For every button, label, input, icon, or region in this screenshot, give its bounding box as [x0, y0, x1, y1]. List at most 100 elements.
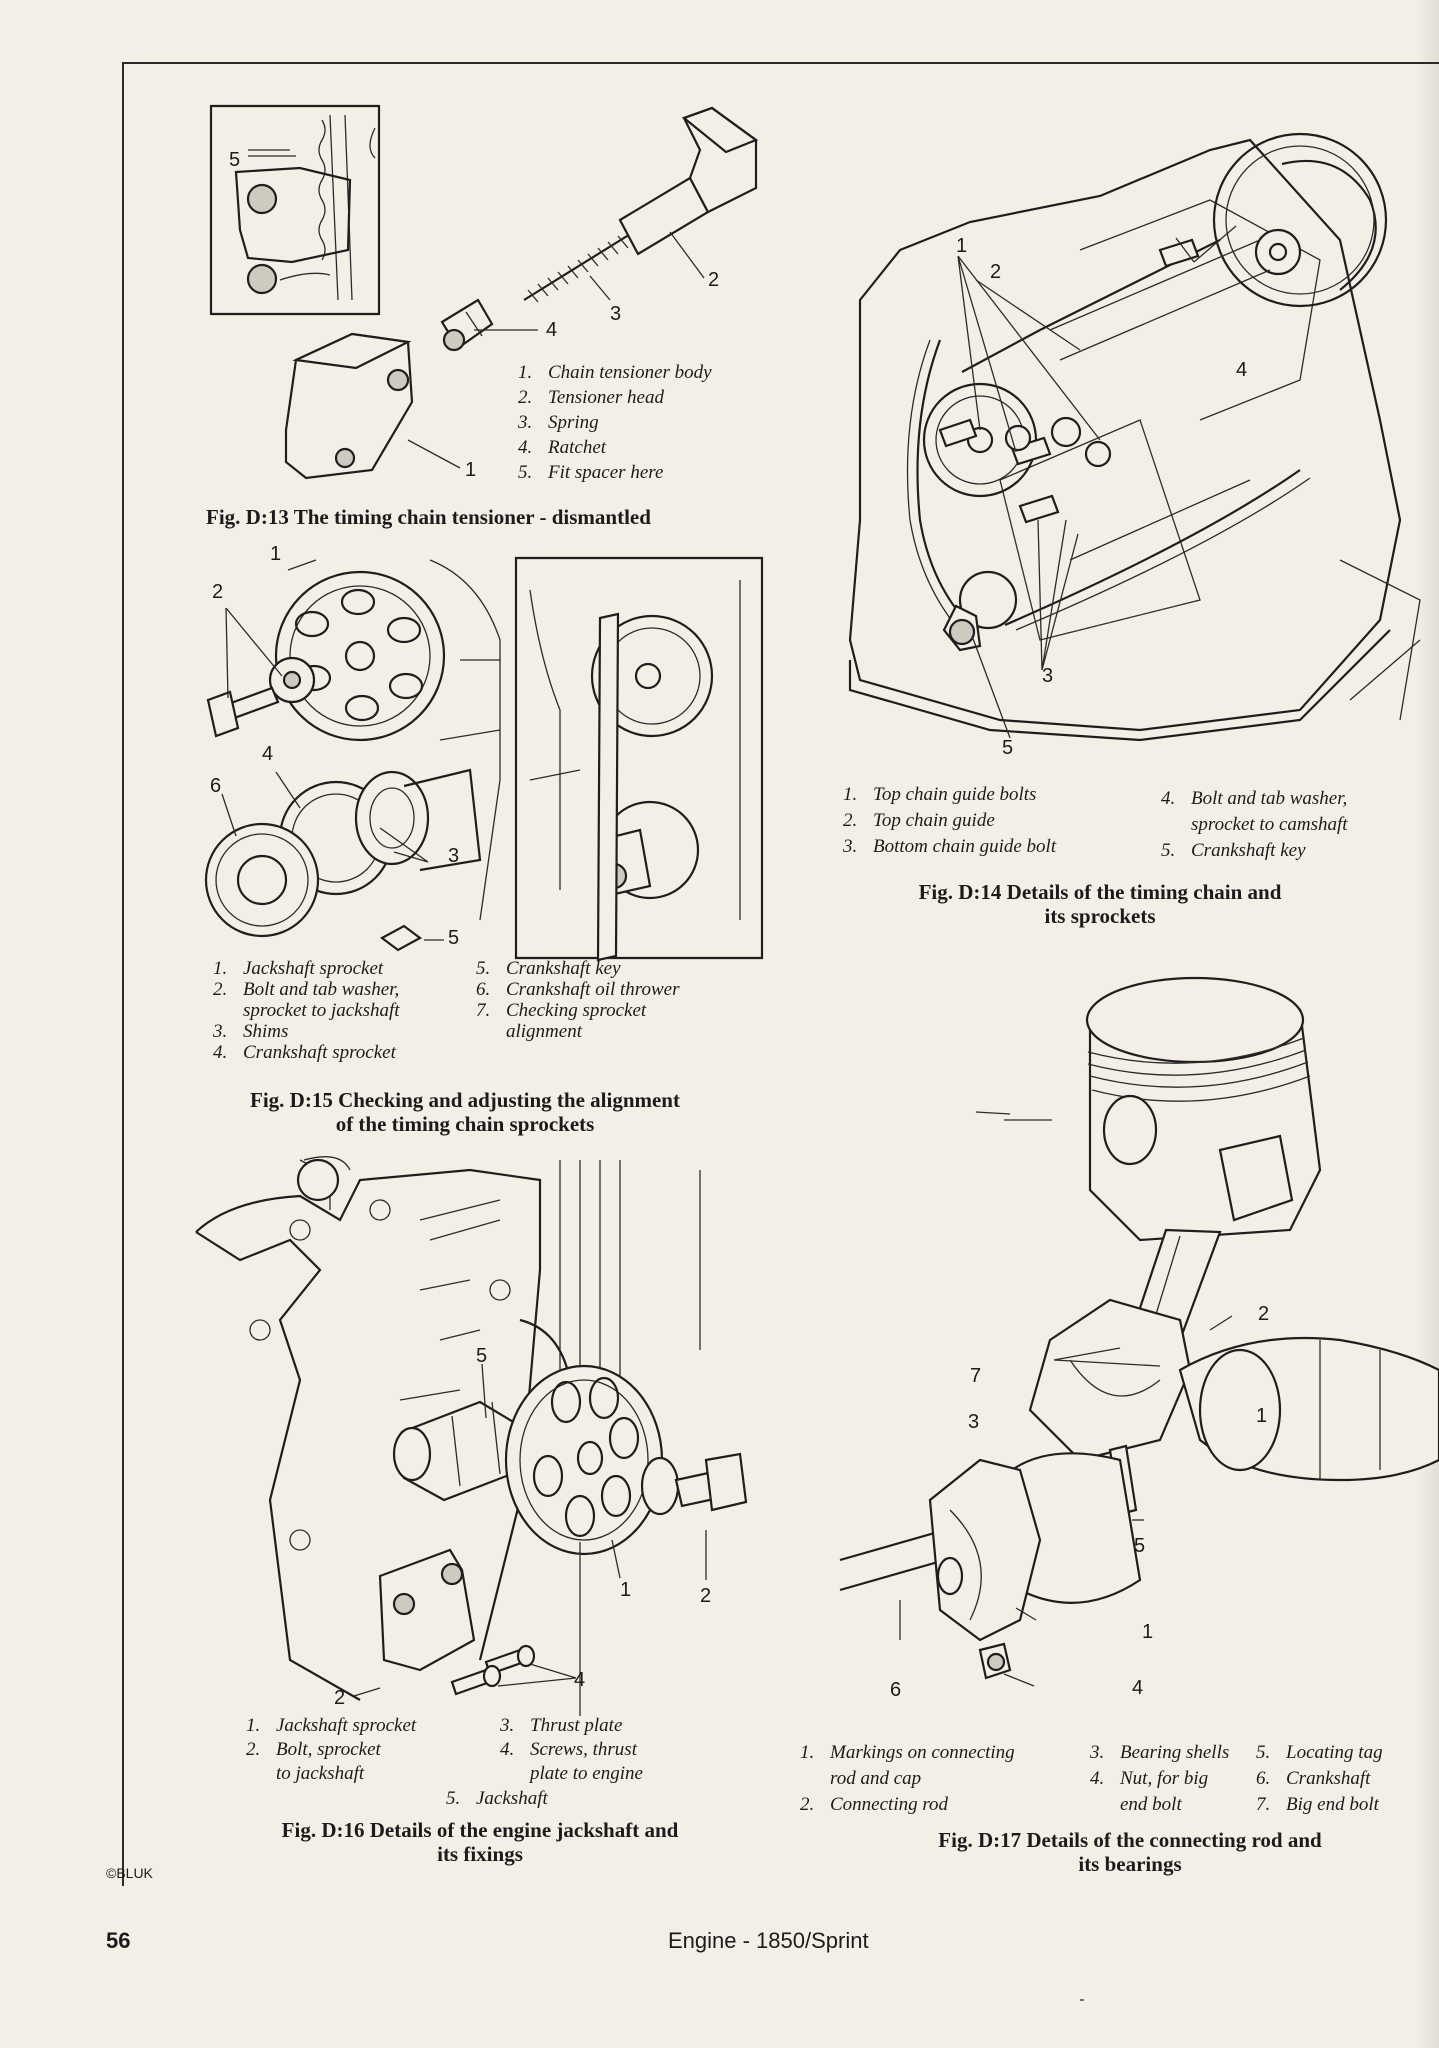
legend-item: 4.Bolt and tab washer, [1161, 788, 1348, 809]
callout-5: 5 [448, 927, 460, 949]
callout-1: 1 [620, 1579, 632, 1601]
callout-3: 3 [610, 303, 622, 325]
sprocket-alignment-illustration [0, 540, 780, 980]
legend-item: sprocket to camshaft [1191, 814, 1348, 835]
callout-1: 1 [1256, 1405, 1268, 1427]
jackshaft [394, 1402, 522, 1500]
callout-6: 6 [890, 1679, 902, 1701]
tensioner-head [620, 108, 756, 254]
timing-chain-illustration [780, 0, 1439, 800]
legend-item: 2.Connecting rod [800, 1794, 949, 1815]
big-end-cap [930, 1460, 1040, 1678]
bolts [940, 240, 1198, 522]
legend-item: 4.Nut, for big [1090, 1768, 1209, 1789]
callout-4: 4 [1236, 359, 1248, 381]
legend-item: 2.Bolt and tab washer, [213, 979, 400, 1000]
legend-item: 1.Markings on connecting [800, 1742, 1015, 1763]
callout-2: 2 [1258, 1303, 1270, 1325]
legend-item: 2.Top chain guide [843, 810, 995, 831]
callout-5: 5 [476, 1345, 488, 1367]
callout-5: 5 [1134, 1535, 1146, 1557]
piston [1087, 978, 1320, 1240]
fig16-legend-left: 1.Jackshaft sprocket 2.Bolt, sprocket to… [246, 1714, 416, 1786]
callout-2: 2 [212, 581, 224, 603]
legend-item: sprocket to jackshaft [243, 1000, 400, 1021]
legend-item: 2.Tensioner head [518, 387, 664, 408]
copyright-notice: ©BLUK [106, 1865, 153, 1881]
callout-3: 3 [448, 845, 460, 867]
page-frame [122, 62, 1439, 1886]
legend-item: 5.Locating tag [1256, 1742, 1383, 1763]
legend-item: 5.Jackshaft [446, 1788, 548, 1809]
legend-item: 7.Big end bolt [1256, 1794, 1379, 1815]
fig13-legend: 1.Chain tensioner body 2.Tensioner head … [518, 360, 712, 485]
tensioner-body [286, 334, 412, 478]
figure-d13: 5 1 2 3 4 1.Chain tensioner body 2.Tensi… [0, 0, 780, 540]
callout-1: 1 [270, 543, 282, 565]
legend-item: 5.Crankshaft key [476, 958, 621, 979]
legend-item: 2.Bolt, sprocket [246, 1739, 381, 1760]
page-number: 56 [106, 1928, 131, 1953]
thrust-plate [380, 1550, 474, 1670]
callout-6: 6 [210, 775, 222, 797]
fig17-caption: Fig. D:17 Details of the connecting rod … [938, 1828, 1322, 1876]
connecting-rod-illustration [780, 940, 1439, 1740]
legend-item: 7.Checking sprocket [476, 1000, 647, 1021]
legend-item: 3.Bearing shells [1090, 1742, 1230, 1763]
callout-1: 1 [465, 459, 477, 481]
fig14-legend-right: 4.Bolt and tab washer, sprocket to camsh… [1161, 786, 1348, 864]
figure-d14: 1 2 4 3 5 1.Top chain guide bolts 2.Top … [780, 0, 1439, 940]
figure-d15: 1 2 4 6 3 5 1.Jackshaft sprocket 2.Bolt … [0, 540, 780, 1140]
inset-chain-detail [236, 115, 375, 300]
legend-item: 6.Crankshaft [1256, 1768, 1371, 1789]
callout-3: 3 [968, 1411, 980, 1433]
callout-7: 7 [970, 1365, 982, 1387]
callout-4: 4 [262, 743, 274, 765]
fig16-caption: Fig. D:16 Details of the engine jackshaf… [281, 1818, 679, 1866]
legend-item: 3.Shims [213, 1021, 289, 1042]
inset-box [516, 558, 762, 958]
legend-item: plate to engine [530, 1763, 643, 1784]
legend-item: alignment [506, 1021, 582, 1042]
figure-d16: 5 1 2 2 4 1.Jackshaft sprocket 2.Bolt, s… [0, 1140, 780, 1900]
crankshaft [840, 1338, 1439, 1603]
ratchet-part [442, 300, 492, 350]
callout-5: 5 [229, 149, 241, 171]
legend-item: 4.Screws, thrust [500, 1739, 637, 1760]
fig17-legend-col2: 3.Bearing shells 4.Nut, for big end bolt [1090, 1740, 1229, 1818]
jackshaft-illustration [0, 1140, 780, 1720]
callout-4: 4 [546, 319, 558, 341]
legend-item: 5.Crankshaft key [1161, 840, 1306, 861]
fig16-legend-right: 3.Thrust plate 4.Screws, thrust plate to… [500, 1714, 643, 1786]
fig14-legend-left: 1.Top chain guide bolts 2.Top chain guid… [843, 782, 1056, 860]
callout-2: 2 [990, 261, 1002, 283]
tensioner-illustration [0, 0, 780, 540]
legend-item: 1.Top chain guide bolts [843, 784, 1037, 805]
fig14-caption: Fig. D:14 Details of the timing chain an… [918, 880, 1282, 928]
fig16-legend-bottom: 5.Jackshaft [446, 1786, 548, 1811]
fig15-caption: Fig. D:15 Checking and adjusting the ali… [250, 1088, 680, 1136]
spring-part [524, 228, 640, 302]
legend-item: 6.Crankshaft oil thrower [476, 979, 680, 1000]
legend-item: 3.Bottom chain guide bolt [843, 836, 1057, 857]
callout-4: 4 [1132, 1677, 1144, 1699]
callout-2: 2 [708, 269, 720, 291]
legend-item: rod and cap [830, 1768, 922, 1789]
fig15-legend-left: 1.Jackshaft sprocket 2.Bolt and tab wash… [213, 958, 400, 1063]
running-head: Engine - 1850/Sprint [668, 1928, 869, 1953]
jackshaft-sprocket [506, 1366, 662, 1554]
legend-item: 4.Ratchet [518, 437, 607, 458]
callout-3: 3 [1042, 665, 1054, 687]
page-edge-shadow [1417, 0, 1439, 2048]
callout-2b: 2 [334, 1687, 346, 1709]
legend-item: 4.Crankshaft sprocket [213, 1042, 396, 1063]
callout-1b: 1 [1142, 1621, 1154, 1643]
fig17-legend-col3: 5.Locating tag 6.Crankshaft 7.Big end bo… [1256, 1740, 1383, 1818]
fig13-caption: Fig. D:13 The timing chain tensioner - d… [206, 505, 651, 529]
figure-d17: 2 7 3 1 5 1 4 6 1.Markings on connecting… [780, 940, 1439, 1900]
fig17-legend-col1: 1.Markings on connecting rod and cap 2.C… [800, 1740, 1015, 1818]
fig15-legend-right: 5.Crankshaft key 6.Crankshaft oil throwe… [476, 958, 679, 1042]
legend-item: 1.Jackshaft sprocket [246, 1715, 417, 1736]
jackshaft-sprocket [276, 572, 444, 740]
legend-item: end bolt [1120, 1794, 1182, 1815]
